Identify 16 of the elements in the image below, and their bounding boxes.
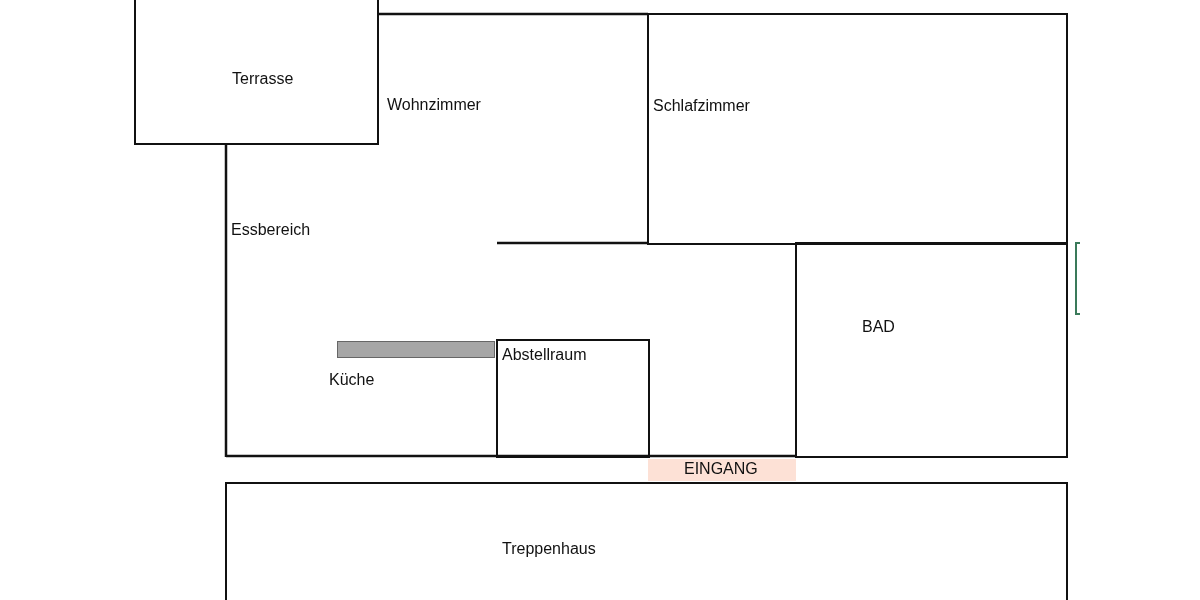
room-name: Terrasse xyxy=(232,70,294,88)
entrance-band xyxy=(648,459,796,481)
room-name: Essbereich xyxy=(231,221,311,239)
bathroom xyxy=(795,242,1068,458)
room-name: BAD xyxy=(862,318,895,336)
room-name: Abstellraum xyxy=(502,346,587,364)
kitchen-counter xyxy=(337,341,495,358)
room-name: Treppenhaus xyxy=(502,540,596,558)
bedroom xyxy=(647,13,1068,245)
room-name: EINGANG xyxy=(684,460,758,478)
room-name: Küche xyxy=(329,371,375,389)
terrace-room xyxy=(134,0,379,145)
stairwell xyxy=(225,482,1068,600)
room-name: Schlafzimmer xyxy=(653,97,750,115)
room-name: Wohnzimmer xyxy=(387,96,481,114)
storage-room xyxy=(496,339,650,458)
